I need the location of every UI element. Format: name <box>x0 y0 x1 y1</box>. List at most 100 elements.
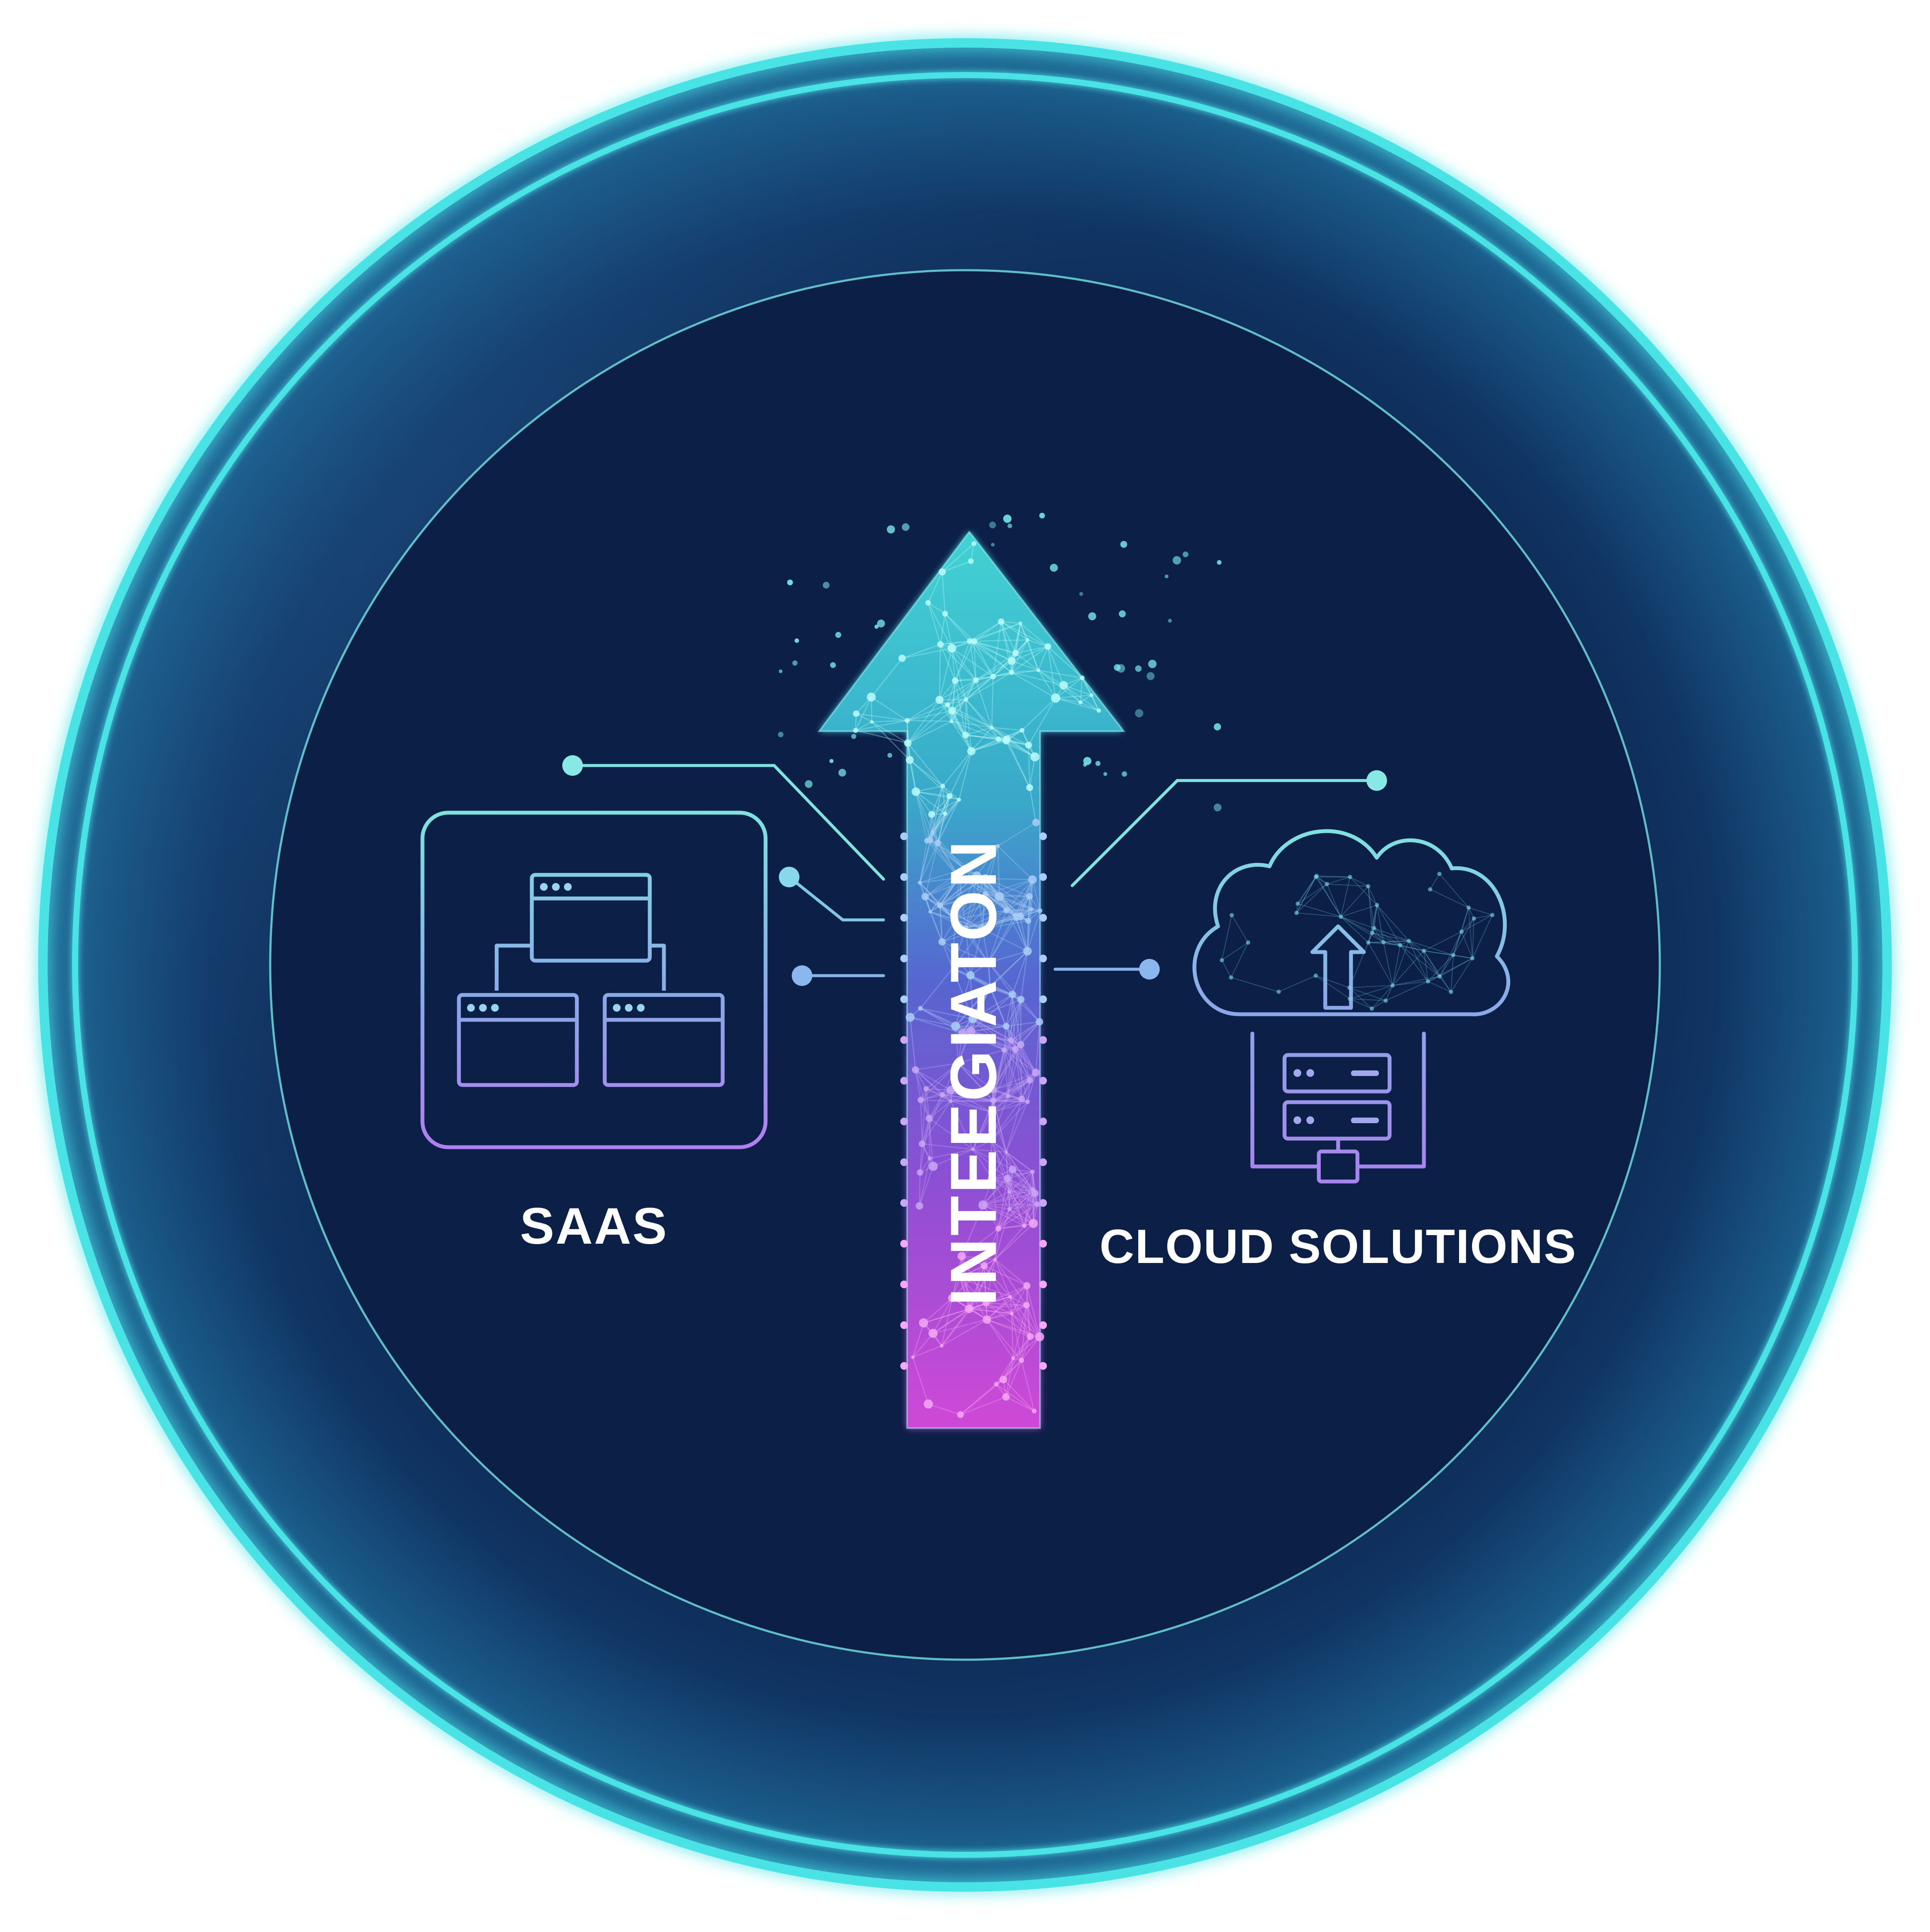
mesh-node <box>1097 708 1101 713</box>
cloud-mesh-node <box>1347 986 1351 990</box>
cloud-mesh-node <box>1348 875 1352 879</box>
mesh-node <box>945 702 950 707</box>
shaft-dot <box>1039 1240 1047 1248</box>
particle <box>778 732 784 737</box>
cloud-mesh-node <box>1230 913 1234 917</box>
mesh-node <box>919 1318 928 1327</box>
cloud-mesh-node <box>1466 905 1471 910</box>
mesh-node <box>942 611 948 617</box>
cloud-mesh-node <box>1325 882 1329 886</box>
mesh-node <box>1025 741 1032 748</box>
mesh-node <box>957 1411 964 1418</box>
mesh-node <box>1030 752 1039 761</box>
mesh-node <box>928 1156 932 1160</box>
mesh-link <box>929 1118 930 1158</box>
shaft-dot <box>900 1118 908 1125</box>
cloud-mesh-node <box>1428 887 1432 892</box>
mesh-node <box>990 674 996 679</box>
mesh-node <box>906 756 914 764</box>
mesh-node <box>1028 875 1037 884</box>
mesh-node <box>928 811 935 818</box>
mesh-node <box>957 798 961 802</box>
particle <box>1079 592 1083 596</box>
particle <box>1119 610 1126 617</box>
mesh-node <box>1032 1069 1040 1076</box>
shaft-dot <box>1039 1158 1047 1166</box>
mesh-node <box>1023 1302 1030 1308</box>
mesh-node <box>1026 784 1033 791</box>
shaft-dot <box>1039 1362 1047 1370</box>
particle <box>779 669 783 673</box>
node-left-bottom <box>792 965 812 986</box>
mesh-node <box>930 830 935 835</box>
particle <box>1120 541 1127 548</box>
cloud-mesh-node <box>1472 916 1476 921</box>
shaft-dot <box>1039 1281 1047 1288</box>
cloud-mesh-node <box>1339 915 1343 919</box>
mesh-node <box>1032 1409 1037 1414</box>
cloud-mesh-node <box>1220 958 1224 962</box>
node-left-top <box>562 755 583 776</box>
mesh-node <box>939 568 946 576</box>
cloud-mesh-node <box>1296 901 1300 906</box>
cloud-mesh-node <box>1438 974 1442 979</box>
mesh-node <box>1022 1224 1026 1228</box>
mesh-node <box>947 644 956 653</box>
mesh-node <box>1079 700 1083 704</box>
mesh-node <box>1080 675 1085 680</box>
mesh-node <box>1019 621 1022 625</box>
shaft-dot <box>900 995 908 1003</box>
mesh-node <box>964 697 968 702</box>
mesh-node <box>917 1097 924 1103</box>
mesh-node <box>994 1382 999 1386</box>
mesh-node <box>1017 996 1025 1003</box>
cloud-mesh-node <box>1348 997 1352 1001</box>
cloud-mesh-node <box>1490 913 1495 917</box>
mesh-node <box>1037 908 1042 913</box>
particle <box>805 780 812 788</box>
particle <box>1146 672 1155 680</box>
shaft-dot <box>1039 873 1047 881</box>
particle <box>1135 666 1142 672</box>
particle <box>1148 660 1157 668</box>
particle <box>1214 723 1221 730</box>
mesh-node <box>968 558 974 564</box>
mesh-node <box>1037 669 1040 672</box>
mesh-node <box>906 1013 915 1022</box>
particle <box>1182 552 1188 557</box>
particle <box>1104 772 1107 776</box>
mesh-node <box>1009 670 1014 675</box>
particle <box>1135 709 1143 717</box>
mesh-node <box>918 1006 923 1011</box>
node-left-middle <box>779 867 799 887</box>
cloud-mesh-node <box>1372 926 1376 930</box>
node-right-bottom <box>1139 959 1160 980</box>
particle <box>1117 664 1125 673</box>
particle <box>1217 560 1221 565</box>
shaft-dot <box>1039 1321 1047 1329</box>
mesh-node <box>941 784 945 788</box>
mesh-node <box>1019 1358 1024 1363</box>
particle <box>1165 575 1169 579</box>
mesh-node <box>919 1140 926 1147</box>
mesh-node <box>1045 643 1051 650</box>
mesh-node <box>1000 1376 1007 1383</box>
mesh-node <box>917 1169 923 1176</box>
shaft-dot <box>900 955 908 962</box>
mesh-node <box>1090 693 1094 697</box>
mesh-node <box>870 720 874 723</box>
mesh-node <box>1010 1312 1013 1315</box>
mesh-node <box>971 541 976 546</box>
mesh-node <box>990 726 994 729</box>
shaft-dot <box>900 914 908 922</box>
shaft-dot <box>900 1281 908 1288</box>
mesh-node <box>929 910 932 913</box>
shaft-dot <box>900 1240 908 1248</box>
particle <box>1083 757 1092 765</box>
particle <box>887 525 895 533</box>
mesh-node <box>996 736 1001 742</box>
mesh-node <box>1012 1046 1019 1053</box>
mesh-node <box>921 893 929 900</box>
